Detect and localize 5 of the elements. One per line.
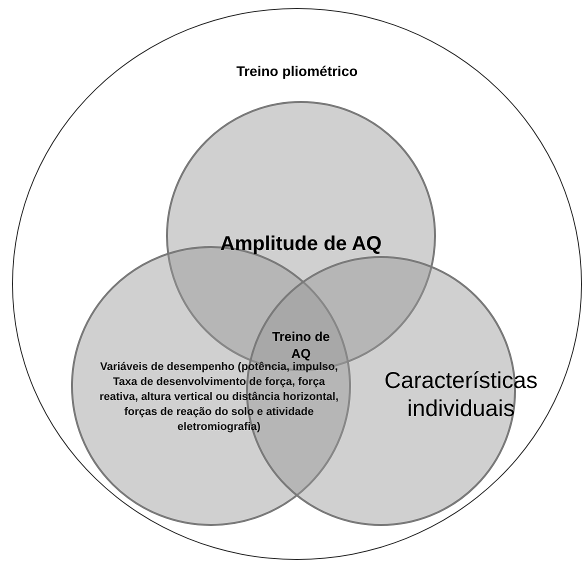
circle-label: Treino pliométrico <box>235 62 359 81</box>
circle-label: Variáveis de desempenho (potência, impulso, Taxa de desenvolvimento de força, força reativa, altura vertical ou distância horizontal, forças de reação do solo e atividade eletromiografia) <box>98 360 340 435</box>
circle-label: Características individuais <box>383 366 539 422</box>
overlap-label: Treino de AQ <box>271 328 331 362</box>
circle-label: Amplitude de AQ <box>219 232 383 257</box>
